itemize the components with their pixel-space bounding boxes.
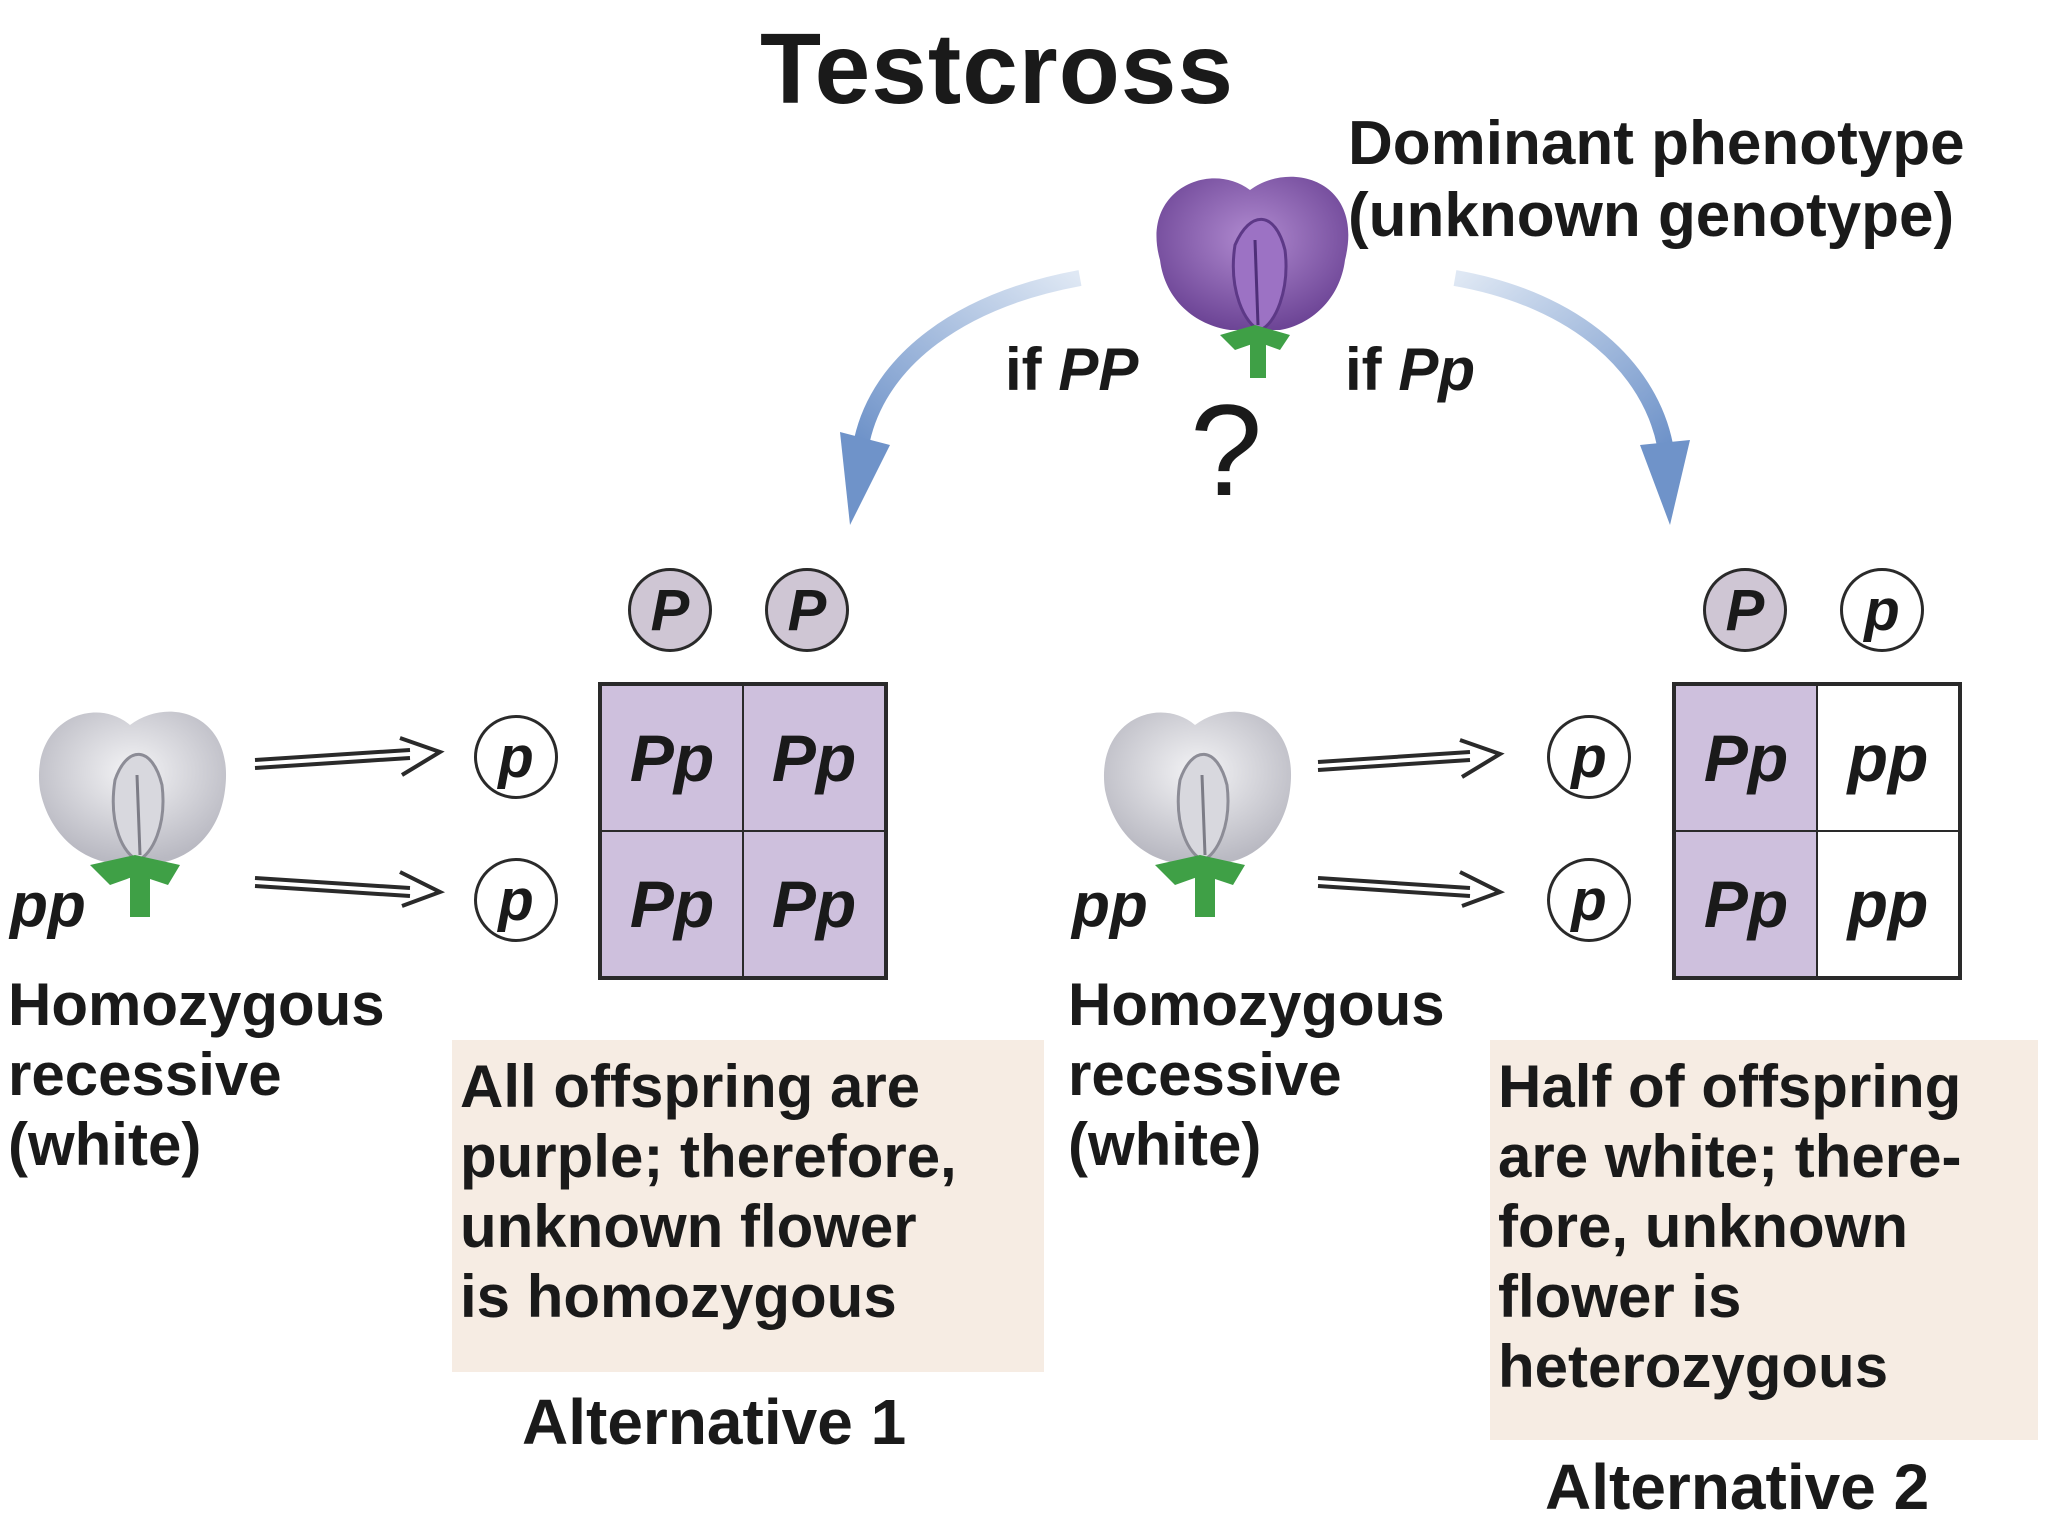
alt1-conclusion-text: All offspring are purple; therefore, unk…: [460, 1052, 1036, 1332]
alt2-cell: Pp: [1675, 831, 1817, 977]
alt1-top-allele-2: P: [765, 568, 849, 652]
alt2-label: Alternative 2: [1545, 1450, 1929, 1524]
alt2-side-allele-1: p: [1547, 715, 1631, 799]
alt2-top-allele-2: p: [1840, 568, 1924, 652]
alt2-cell: Pp: [1675, 685, 1817, 831]
alt1-label: Alternative 1: [522, 1385, 906, 1459]
alt2-punnett-square: Pp pp Pp pp: [1672, 682, 1962, 980]
alt1-cell: Pp: [601, 685, 743, 831]
alt1-cell: Pp: [743, 831, 885, 977]
alt1-punnett-square: Pp Pp Pp Pp: [598, 682, 888, 980]
alt2-cell: pp: [1817, 685, 1959, 831]
alt2-conclusion-text: Half of offspring are white; there- fore…: [1498, 1052, 2030, 1402]
alt2-top-allele-1: P: [1703, 568, 1787, 652]
alt1-cell: Pp: [601, 831, 743, 977]
alt2-cell: pp: [1817, 831, 1959, 977]
alt1-top-allele-1: P: [628, 568, 712, 652]
alt2-side-allele-2: p: [1547, 858, 1631, 942]
alt2-conclusion-box: Half of offspring are white; there- fore…: [1490, 1040, 2038, 1440]
alt1-cell: Pp: [743, 685, 885, 831]
alt1-conclusion-box: All offspring are purple; therefore, unk…: [452, 1040, 1044, 1372]
alt1-side-allele-2: p: [474, 858, 558, 942]
alt1-side-allele-1: p: [474, 715, 558, 799]
